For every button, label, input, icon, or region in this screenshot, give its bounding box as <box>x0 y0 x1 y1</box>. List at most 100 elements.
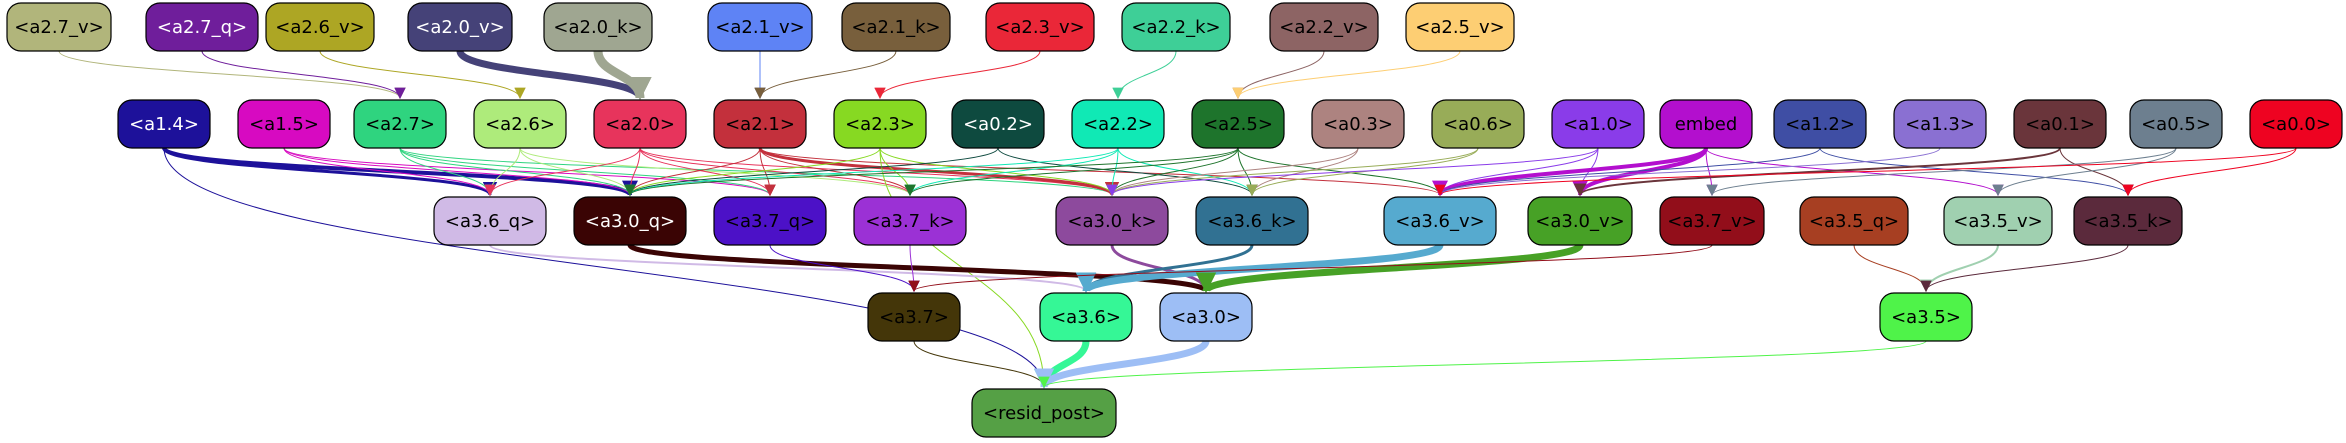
node-box <box>1431 99 1525 149</box>
node-a3.7_v[interactable]: <a3.7_v> <box>1659 196 1765 246</box>
node-box <box>1893 99 1987 149</box>
node-box <box>1071 99 1165 149</box>
node-a3.5_k[interactable]: <a3.5_k> <box>2073 196 2183 246</box>
node-box <box>1551 99 1645 149</box>
node-label: <a3.7_k> <box>865 211 954 232</box>
node-box <box>1879 292 1973 342</box>
edge-a2.2-to-a3.7_k <box>904 147 1119 197</box>
node-a2.7_v[interactable]: <a2.7_v> <box>6 2 112 52</box>
node-a0.3[interactable]: <a0.3> <box>1311 99 1405 149</box>
node-label: <a3.0> <box>1171 307 1241 328</box>
node-box <box>543 2 653 52</box>
node-a0.5[interactable]: <a0.5> <box>2129 99 2223 149</box>
edge-a1.5-to-a3.0_q <box>283 147 636 197</box>
node-embed[interactable]: embed <box>1659 99 1753 149</box>
node-label: <a2.6_v> <box>275 17 364 38</box>
node-label: <a2.0_v> <box>415 17 504 38</box>
node-box <box>951 99 1045 149</box>
edge-a3.5_k-to-a3.5 <box>1920 244 2129 293</box>
node-a3.0[interactable]: <a3.0> <box>1159 292 1253 342</box>
node-box <box>1527 196 1633 246</box>
node-a3.6_k[interactable]: <a3.6_k> <box>1195 196 1309 246</box>
node-a3.0_v[interactable]: <a3.0_v> <box>1527 196 1633 246</box>
node-a2.2_k[interactable]: <a2.2_k> <box>1121 2 1231 52</box>
node-a3.5_q[interactable]: <a3.5_q> <box>1799 196 1909 246</box>
node-label: <a1.2> <box>1785 114 1855 135</box>
edge-a2.1-to-a3.7_k <box>759 147 916 197</box>
node-box <box>237 99 331 149</box>
node-a2.3_v[interactable]: <a2.3_v> <box>985 2 1095 52</box>
node-a3.7_k[interactable]: <a3.7_k> <box>853 196 967 246</box>
node-a2.7_q[interactable]: <a2.7_q> <box>145 2 259 52</box>
node-a3.6_v[interactable]: <a3.6_v> <box>1383 196 1497 246</box>
node-a2.3[interactable]: <a2.3> <box>833 99 927 149</box>
node-label: <a0.0> <box>2261 114 2331 135</box>
node-a2.1[interactable]: <a2.1> <box>713 99 807 149</box>
node-a1.2[interactable]: <a1.2> <box>1773 99 1867 149</box>
node-a2.2[interactable]: <a2.2> <box>1071 99 1165 149</box>
edge-a3.5_v-to-a3.5 <box>1919 244 1999 293</box>
node-a2.0[interactable]: <a2.0> <box>593 99 687 149</box>
node-a3.5[interactable]: <a3.5> <box>1879 292 1973 342</box>
node-box <box>1055 196 1169 246</box>
node-a0.1[interactable]: <a0.1> <box>2013 99 2107 149</box>
node-a2.6[interactable]: <a2.6> <box>473 99 567 149</box>
edge-a0.0-to-a3.5_k <box>2122 147 2297 197</box>
edge-a2.7-to-a3.7_q <box>399 147 776 197</box>
edge-a2.5-to-a3.7_k <box>904 147 1239 197</box>
edge-a0.0-to-a3.6_v <box>1434 147 2297 197</box>
node-box <box>265 2 375 52</box>
node-resid_post[interactable]: <resid_post> <box>971 388 1117 438</box>
node-label: <a0.1> <box>2025 114 2095 135</box>
node-a2.1_k[interactable]: <a2.1_k> <box>841 2 951 52</box>
node-a2.5[interactable]: <a2.5> <box>1191 99 1285 149</box>
node-a3.0_k[interactable]: <a3.0_k> <box>1055 196 1169 246</box>
node-a3.6_q[interactable]: <a3.6_q> <box>433 196 547 246</box>
edge-a2.3-to-a3.0_q <box>624 147 881 197</box>
node-a0.6[interactable]: <a0.6> <box>1431 99 1525 149</box>
node-a0.2[interactable]: <a0.2> <box>951 99 1045 149</box>
node-label: <a3.5_k> <box>2083 211 2172 232</box>
node-box <box>1943 196 2053 246</box>
edge-a2.2_v-to-a2.5 <box>1232 50 1325 100</box>
edge-a3.0_v-to-a3.0 <box>1196 241 1584 295</box>
node-box <box>145 2 259 52</box>
node-a3.6[interactable]: <a3.6> <box>1039 292 1133 342</box>
node-a2.0_k[interactable]: <a2.0_k> <box>543 2 653 52</box>
node-a1.4[interactable]: <a1.4> <box>117 99 211 149</box>
node-a1.3[interactable]: <a1.3> <box>1893 99 1987 149</box>
node-a0.0[interactable]: <a0.0> <box>2249 99 2343 149</box>
edge-a0.2-to-a3.6_k <box>997 147 1258 197</box>
node-label: <a2.7_v> <box>14 17 103 38</box>
node-a3.7_q[interactable]: <a3.7_q> <box>713 196 827 246</box>
node-box <box>573 196 687 246</box>
node-a3.0_q[interactable]: <a3.0_q> <box>573 196 687 246</box>
node-label: <a2.1_k> <box>851 17 940 38</box>
node-label: <a1.3> <box>1905 114 1975 135</box>
node-box <box>853 196 967 246</box>
node-box <box>593 99 687 149</box>
node-a2.7[interactable]: <a2.7> <box>353 99 447 149</box>
edge-layer <box>58 49 2297 390</box>
node-a3.5_v[interactable]: <a3.5_v> <box>1943 196 2053 246</box>
edge-a1.0-to-a3.0_k <box>1106 147 1599 197</box>
node-a1.5[interactable]: <a1.5> <box>237 99 331 149</box>
node-box <box>1659 196 1765 246</box>
node-box <box>2249 99 2343 149</box>
node-a2.0_v[interactable]: <a2.0_v> <box>407 2 513 52</box>
node-a2.6_v[interactable]: <a2.6_v> <box>265 2 375 52</box>
node-box <box>833 99 927 149</box>
node-label: <a3.5_q> <box>1809 211 1899 232</box>
node-a2.2_v[interactable]: <a2.2_v> <box>1269 2 1379 52</box>
node-a2.1_v[interactable]: <a2.1_v> <box>707 2 813 52</box>
node-a3.7[interactable]: <a3.7> <box>867 292 961 342</box>
edge-a1.3-to-a3.6_v <box>1434 147 1941 197</box>
node-box <box>985 2 1095 52</box>
node-a2.5_v[interactable]: <a2.5_v> <box>1405 2 1515 52</box>
edge-a3.0_q-to-a3.0 <box>627 242 1215 294</box>
node-label: <a2.5> <box>1203 114 1273 135</box>
node-label: <a2.0> <box>605 114 675 135</box>
edge-a2.6_v-to-a2.6 <box>319 50 526 100</box>
node-a1.0[interactable]: <a1.0> <box>1551 99 1645 149</box>
node-box <box>353 99 447 149</box>
